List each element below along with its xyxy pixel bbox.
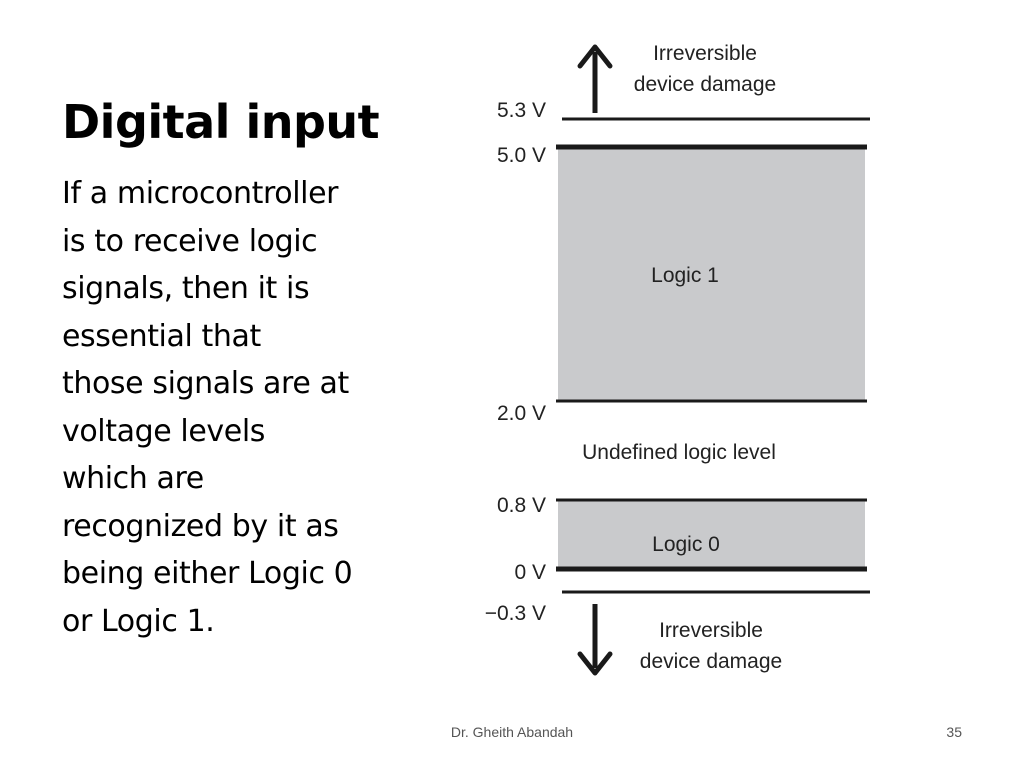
- arrow-up-icon: [577, 44, 613, 113]
- body-line: or Logic 1.: [62, 603, 215, 639]
- body-line: If a microcontroller: [62, 176, 339, 211]
- body-line: those signals are at: [62, 366, 349, 401]
- voltage-label: 5.3 V: [497, 99, 546, 122]
- damage-bottom-line1: Irreversible: [659, 619, 763, 642]
- logic1-label: Logic 1: [651, 264, 719, 287]
- logic1-band: [558, 147, 865, 401]
- body-line: recognized by it as: [62, 508, 339, 544]
- body-line: essential that: [62, 318, 261, 354]
- damage-top-line2: device damage: [634, 73, 776, 96]
- body-line: is to receive logic: [62, 223, 318, 259]
- body-line: voltage levels: [62, 413, 265, 449]
- logic0-label: Logic 0: [652, 533, 720, 556]
- slide-body-text: If a microcontroller is to receive logic…: [62, 170, 422, 645]
- footer-author: Dr. Gheith Abandah: [450, 724, 574, 740]
- arrow-down-icon: [577, 604, 613, 676]
- body-line: which are: [62, 461, 204, 496]
- voltage-label: 5.0 V: [497, 144, 546, 167]
- body-line: signals, then it is: [62, 271, 310, 306]
- slide-number: 35: [946, 724, 962, 740]
- logic0-band: [558, 500, 865, 569]
- damage-bottom-line2: device damage: [640, 650, 782, 673]
- damage-top-line1: Irreversible: [653, 42, 757, 65]
- voltage-label: 0 V: [514, 561, 546, 584]
- undefined-logic-label: Undefined logic level: [582, 441, 776, 464]
- body-line: being either Logic 0: [62, 556, 353, 591]
- slide-title: Digital input: [62, 95, 380, 149]
- voltage-label: 2.0 V: [497, 402, 546, 425]
- voltage-label: −0.3 V: [485, 602, 546, 625]
- voltage-label: 0.8 V: [497, 494, 546, 517]
